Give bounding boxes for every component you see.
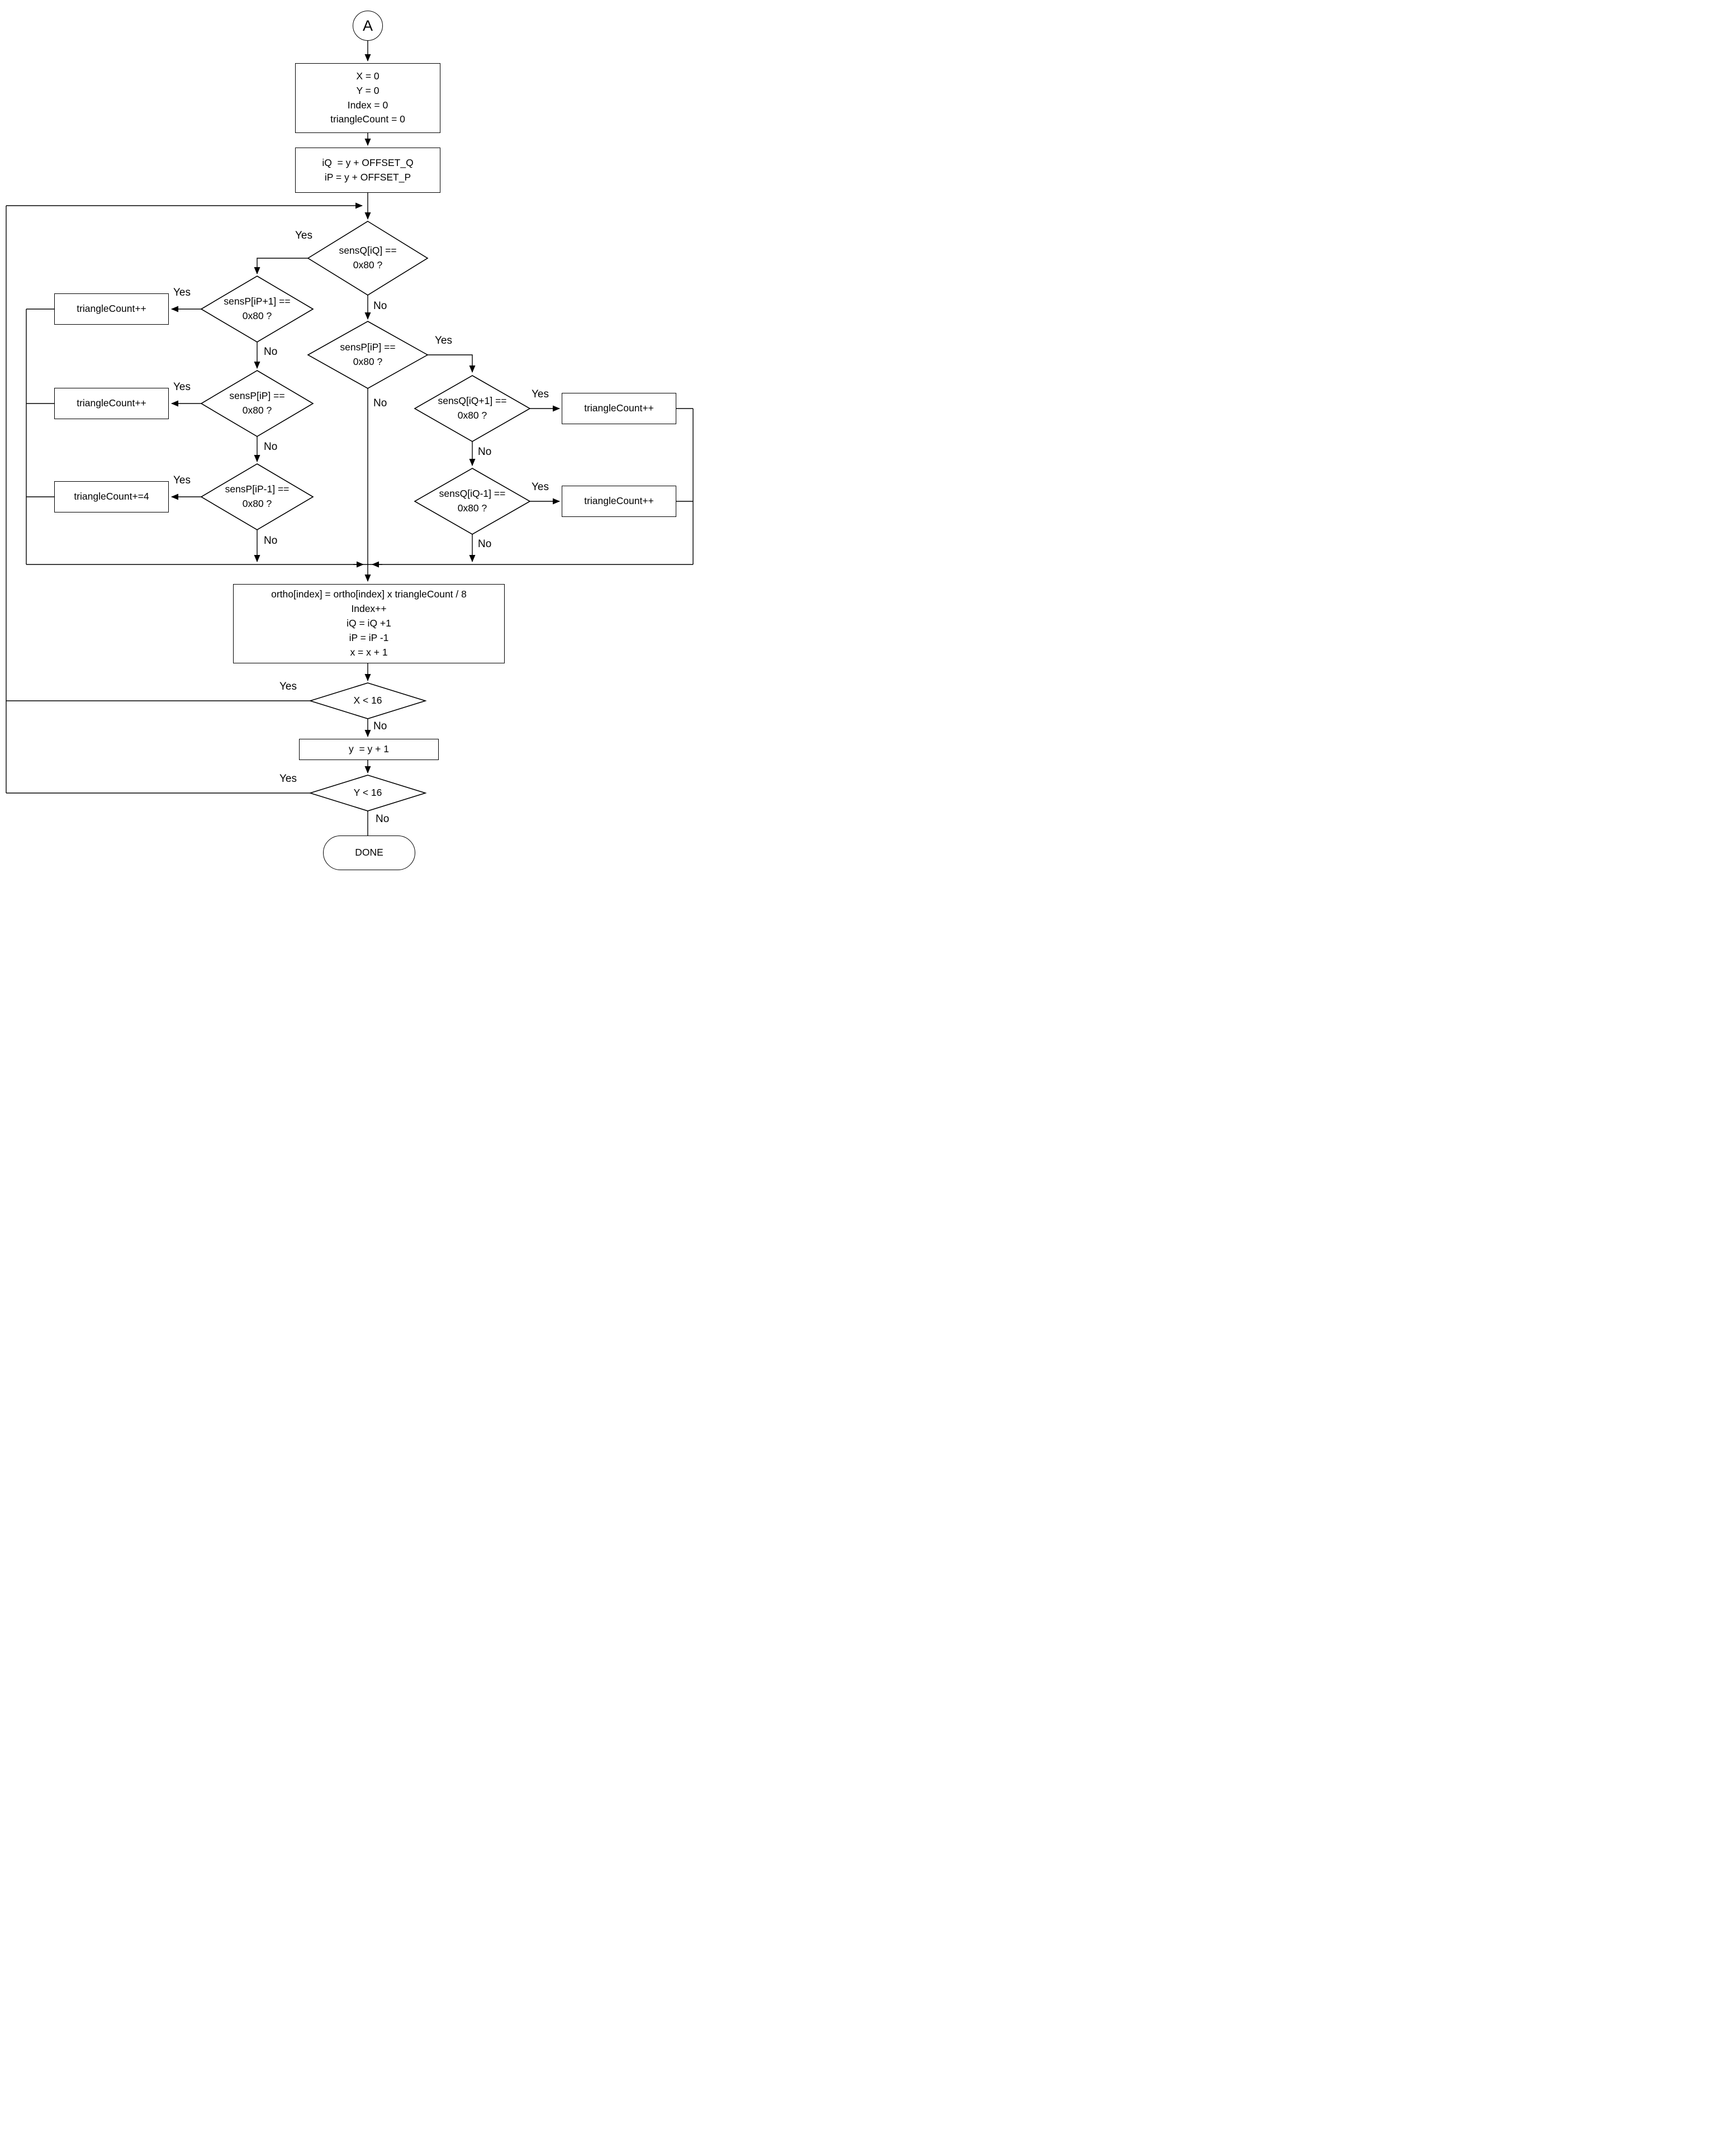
diamond-sensp-ip-minus1-shape	[200, 463, 314, 530]
label-iq-minus1-no: No	[478, 538, 492, 550]
label-x16-no: No	[373, 720, 387, 732]
init-box: X = 0 Y = 0 Index = 0 triangleCount = 0	[295, 63, 440, 133]
triangle-count-box-right1: triangleCount++	[562, 393, 676, 424]
triangle-count-box-right2: triangleCount++	[562, 486, 676, 517]
init-line: triangleCount = 0	[330, 113, 405, 125]
label-ip-minus1-no: No	[264, 535, 278, 547]
offset-line: iQ = y + OFFSET_Q	[322, 156, 414, 168]
offset-line: iP = y + OFFSET_P	[324, 171, 411, 183]
edge-ip-mid-yes	[428, 354, 476, 373]
flowchart-canvas: A X = 0 Y = 0 Index = 0 triangleCount = …	[0, 0, 715, 888]
label-ip-left-yes: Yes	[173, 381, 191, 393]
label-ip-minus1-yes: Yes	[173, 474, 191, 486]
diamond-sensp-ip-plus1-shape	[200, 276, 314, 343]
label-ip-mid-yes: Yes	[435, 335, 452, 346]
label-ip-mid-no: No	[373, 397, 387, 409]
diamond-y-lt-16-shape	[309, 775, 427, 811]
offset-box: iQ = y + OFFSET_Q iP = y + OFFSET_P	[295, 148, 440, 193]
diamond-sensp-ip-mid-shape	[307, 321, 429, 389]
triangle-count-box-left3: triangleCount+=4	[54, 481, 169, 512]
label-y16-no: No	[376, 813, 390, 825]
label-iq-minus1-yes: Yes	[532, 481, 549, 493]
done-terminator: DONE	[323, 836, 415, 870]
connector-a-label: A	[362, 17, 373, 34]
label-ip-plus1-yes: Yes	[173, 287, 191, 298]
label-ip-plus1-no: No	[264, 346, 278, 358]
diamond-sensq-iq-shape	[307, 221, 429, 296]
label-x16-yes: Yes	[279, 681, 297, 692]
label-sensq-no: No	[373, 300, 387, 312]
connector-a: A	[353, 11, 383, 41]
connector-layer	[6, 41, 694, 836]
diamond-sensq-iq-plus1-shape	[414, 375, 531, 442]
label-ip-left-no: No	[264, 441, 278, 453]
init-line: X = 0	[356, 70, 380, 82]
init-line: Y = 0	[356, 84, 380, 96]
diamond-x-lt-16-shape	[309, 682, 427, 719]
triangle-count-box-left2: triangleCount++	[54, 388, 169, 419]
edge-sensq-yes	[254, 258, 308, 274]
label-sensq-yes: Yes	[295, 230, 312, 241]
label-iq-plus1-yes: Yes	[532, 388, 549, 400]
init-line: Index = 0	[347, 99, 388, 111]
diamond-sensq-iq-minus1-shape	[414, 468, 531, 535]
ortho-update-box: ortho[index] = ortho[index] x triangleCo…	[233, 584, 505, 663]
triangle-count-box-left1: triangleCount++	[54, 293, 169, 325]
y-increment-box: y = y + 1	[299, 739, 439, 760]
label-iq-plus1-no: No	[478, 446, 492, 458]
label-y16-yes: Yes	[279, 773, 297, 785]
diamond-sensp-ip-left-shape	[200, 370, 314, 437]
